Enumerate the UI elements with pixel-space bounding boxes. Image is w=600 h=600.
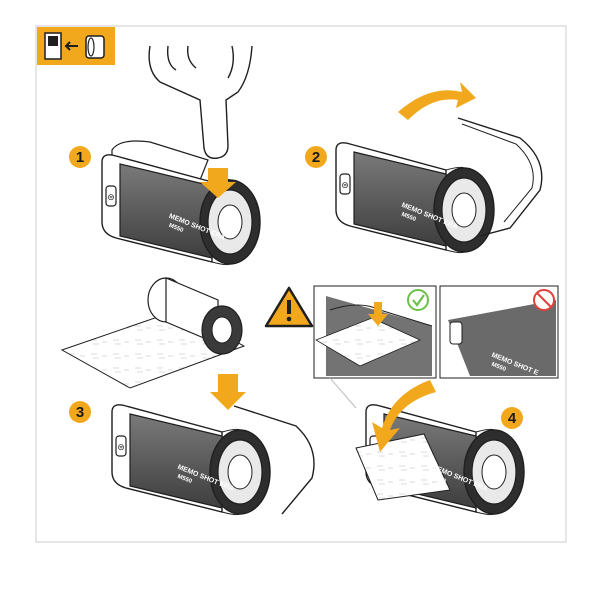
warning-model: M550 (490, 362, 507, 373)
step-3-model: M550 (176, 474, 193, 485)
step-2: 2 MEMO SHOT ERA M550 (305, 82, 543, 254)
step-1-number: 1 (76, 149, 84, 166)
step-1-badge (69, 146, 91, 168)
step-3: 3 MEMO SHOT ERA M550 (60, 277, 315, 516)
step-2-model: M550 (400, 212, 417, 223)
step-4-badge (501, 407, 523, 429)
step-1: 1 MEMO SHOT ERA M550 (69, 45, 261, 266)
paper-output (355, 433, 451, 501)
press-arrow (200, 168, 236, 198)
check-icon (407, 289, 429, 311)
step-4-number: 4 (508, 410, 517, 427)
opened-lid (457, 117, 543, 237)
close-lid-arrow (372, 380, 436, 452)
prohibited-icon (533, 289, 555, 311)
warning-icon (264, 286, 314, 328)
pointing-hand-icon (148, 45, 253, 159)
insert-arrow (210, 374, 246, 410)
open-lid-arrow (398, 82, 476, 120)
step-2-number: 2 (312, 149, 320, 166)
step-3-number: 3 (76, 404, 84, 421)
step-4: 4 MEMO SHOT ERA M550 (355, 380, 525, 516)
warning-panel: MEMO SHOT E M550 (264, 285, 559, 409)
step-2-badge (305, 146, 327, 168)
correct-arrow (368, 302, 388, 326)
cartridge-swap-icon (37, 27, 115, 65)
step-4-model: M550 (430, 474, 447, 485)
step-1-model: M550 (168, 223, 185, 234)
step-3-badge (69, 401, 91, 423)
